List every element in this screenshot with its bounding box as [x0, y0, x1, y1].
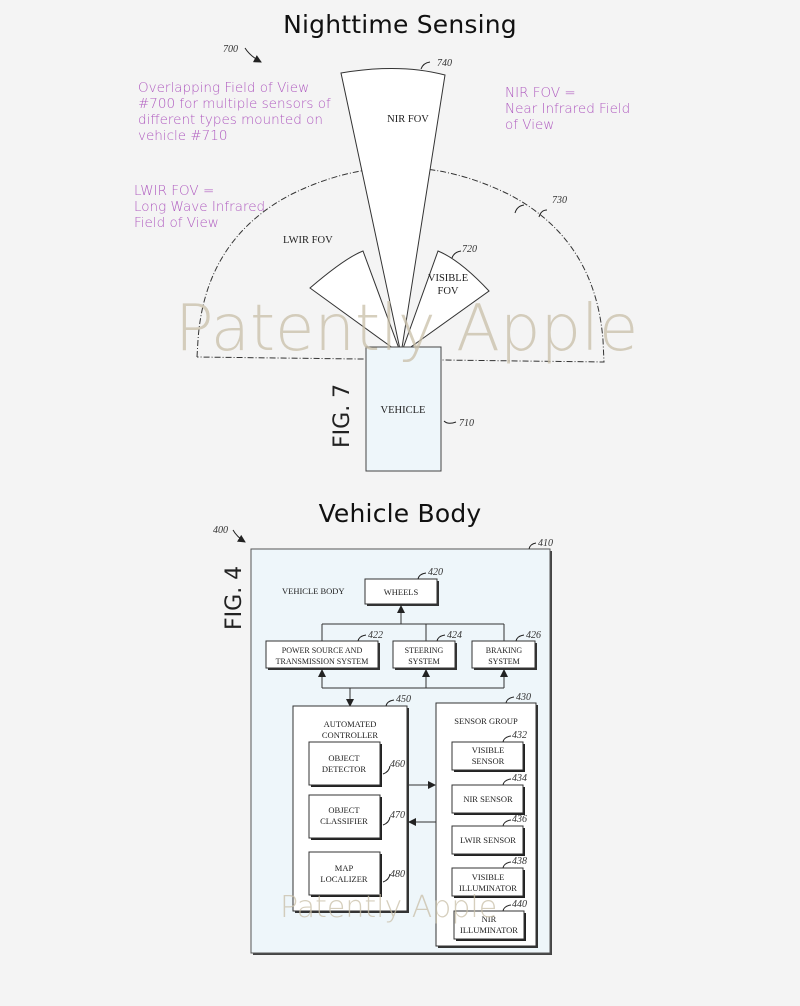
lwir-sensor-label: LWIR SENSOR: [460, 835, 516, 845]
ref-460: 460: [390, 759, 405, 770]
steering-box: [392, 640, 456, 669]
localizer-label-1: MAP: [335, 863, 354, 873]
ref-440: 440: [512, 899, 527, 910]
power-box: [265, 640, 379, 669]
ref-430: 430: [516, 692, 531, 703]
ref-436: 436: [512, 814, 527, 825]
overlap-note: Overlapping Field of View #700 for multi…: [138, 80, 331, 144]
ref-438: 438: [512, 856, 527, 867]
nir-fov-label: NIR FOV: [387, 114, 429, 125]
nir-note: NIR FOV = Near Infrared Field of View: [505, 85, 631, 133]
fig4-label: FIG. 4: [222, 566, 247, 630]
power-label-2: TRANSMISSION SYSTEM: [276, 657, 369, 666]
classifier-label-2: CLASSIFIER: [320, 816, 368, 826]
ref-470: 470: [390, 810, 405, 821]
ref-480: 480: [390, 869, 405, 880]
ref-730-leader: [514, 204, 525, 214]
ref-730: 730: [552, 195, 567, 206]
object-detector-module: OBJECT DETECTOR 460: [308, 741, 405, 787]
vehicle-box: [365, 346, 442, 472]
ref-740-leader: [420, 61, 431, 70]
braking-box: [471, 640, 536, 669]
ref-426: 426: [526, 630, 541, 641]
ref-730-hook: [538, 209, 548, 218]
ref-432: 432: [512, 730, 527, 741]
visible-sensor-item: VISIBLE SENSOR 432: [451, 730, 527, 772]
visible-illuminator-label-2: ILLUMINATOR: [459, 883, 517, 893]
classifier-label-1: OBJECT: [328, 805, 360, 815]
visible-sensor-label-2: SENSOR: [472, 756, 505, 766]
ref-400: 400: [213, 525, 228, 536]
controller-label-1: AUTOMATED: [324, 719, 377, 729]
nir-sensor-item: NIR SENSOR 434: [451, 773, 527, 815]
ref-424: 424: [447, 630, 462, 641]
ref-710-leader: [443, 420, 457, 424]
lwir-sensor-item: LWIR SENSOR 436: [451, 814, 527, 856]
ref-430-leader: [505, 696, 515, 704]
ref-410-leader: [528, 542, 537, 550]
ref-426-leader: [515, 634, 525, 642]
braking-label-1: BRAKING: [486, 646, 523, 655]
ref-450-leader: [385, 699, 395, 707]
detector-label-2: DETECTOR: [322, 764, 367, 774]
ref-422: 422: [368, 630, 383, 641]
ref-710: 710: [459, 418, 474, 429]
nir-illuminator-label-1: NIR: [482, 914, 497, 924]
ref-424-leader: [436, 634, 446, 642]
watermark-bottom: Patently Apple: [280, 890, 497, 925]
steering-label-2: SYSTEM: [408, 657, 440, 666]
fig7-title: Nighttime Sensing: [283, 10, 517, 39]
ref-700: 700: [223, 44, 238, 55]
steering-label-1: STEERING: [405, 646, 444, 655]
vehicle-label: VEHICLE: [381, 405, 426, 416]
ref-422-leader: [357, 634, 367, 642]
visible-fov-label-2: FOV: [437, 286, 458, 297]
map-localizer-module: MAP LOCALIZER 480: [308, 851, 405, 897]
controller-label-2: CONTROLLER: [322, 730, 379, 740]
ref-434: 434: [512, 773, 527, 784]
lwir-note: LWIR FOV = Long Wave Infrared Field of V…: [134, 183, 266, 231]
fig7-diagram: 700 LWIR FOV 730 VISIBLE FOV 720 NIR FOV…: [196, 44, 605, 472]
ref-400-arrow: [232, 529, 246, 543]
ref-720: 720: [462, 244, 477, 255]
visible-fov-label-1: VISIBLE: [428, 273, 468, 284]
sensor-group-label: SENSOR GROUP: [454, 716, 518, 726]
fig7-label: FIG. 7: [330, 384, 355, 448]
ref-420: 420: [428, 567, 443, 578]
localizer-label-2: LOCALIZER: [320, 874, 368, 884]
visible-illuminator-label-1: VISIBLE: [472, 872, 505, 882]
object-classifier-module: OBJECT CLASSIFIER 470: [308, 794, 405, 840]
nir-illuminator-item: NIR ILLUMINATOR 440: [453, 899, 527, 941]
wheels-box: [364, 578, 438, 605]
wheels-label: WHEELS: [384, 587, 419, 597]
ref-450: 450: [396, 694, 411, 705]
power-label-1: POWER SOURCE AND: [282, 646, 363, 655]
visible-sensor-label-1: VISIBLE: [472, 745, 505, 755]
braking-label-2: SYSTEM: [488, 657, 520, 666]
fig4-diagram: 400 FIG. 4 410 VEHICLE BODY WHEELS 420 P…: [213, 525, 553, 955]
ref-410: 410: [538, 538, 553, 549]
fig4-title: Vehicle Body: [318, 499, 482, 528]
nir-illuminator-label-2: ILLUMINATOR: [460, 925, 518, 935]
detector-label-1: OBJECT: [328, 753, 360, 763]
nir-fov-region: [340, 67, 446, 355]
visible-illuminator-item: VISIBLE ILLUMINATOR 438: [451, 856, 527, 898]
ref-700-arrow: [244, 47, 262, 63]
vehicle-body-label: VEHICLE BODY: [282, 586, 345, 596]
ref-420-leader: [417, 572, 427, 580]
lwir-fov-label: LWIR FOV: [283, 235, 333, 246]
ref-720-leader: [451, 250, 462, 259]
ref-740: 740: [437, 58, 452, 69]
lwir-fov-region: [196, 167, 605, 363]
watermark-top: Patently Apple: [175, 292, 638, 366]
nir-sensor-label: NIR SENSOR: [463, 794, 513, 804]
